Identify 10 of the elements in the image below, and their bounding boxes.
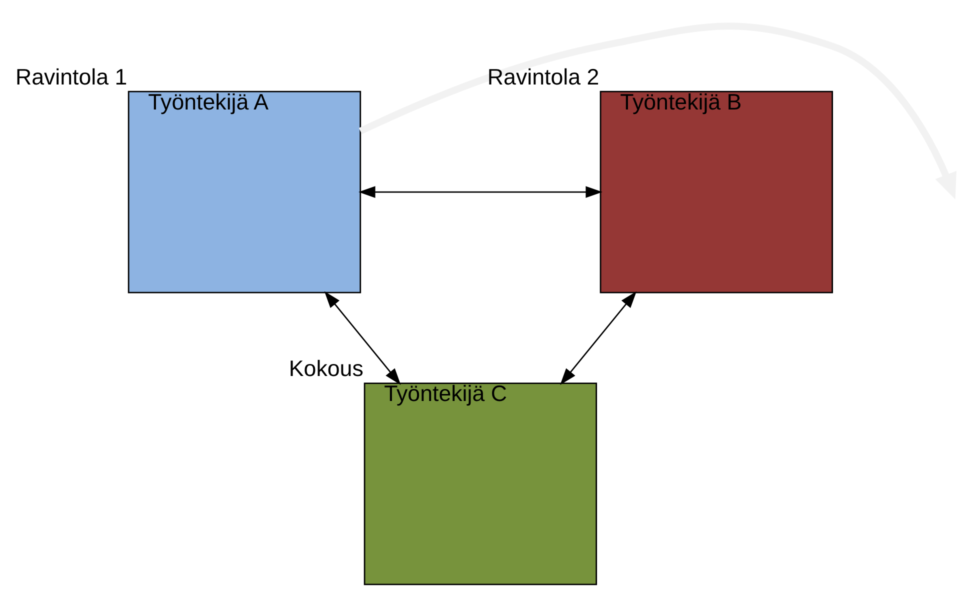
arrow: [324, 291, 401, 385]
node-box: Työntekijä C: [364, 382, 598, 586]
arrow: [560, 291, 637, 385]
arrow: [358, 22, 956, 200]
node-label: Ravintola 1: [15, 64, 128, 90]
node-label: Ravintola 2: [487, 64, 600, 90]
node-box: Työntekijä B: [600, 90, 834, 294]
node-box: Työntekijä A: [128, 90, 362, 294]
node-label: Kokous: [288, 356, 364, 382]
arrow: [358, 186, 602, 198]
